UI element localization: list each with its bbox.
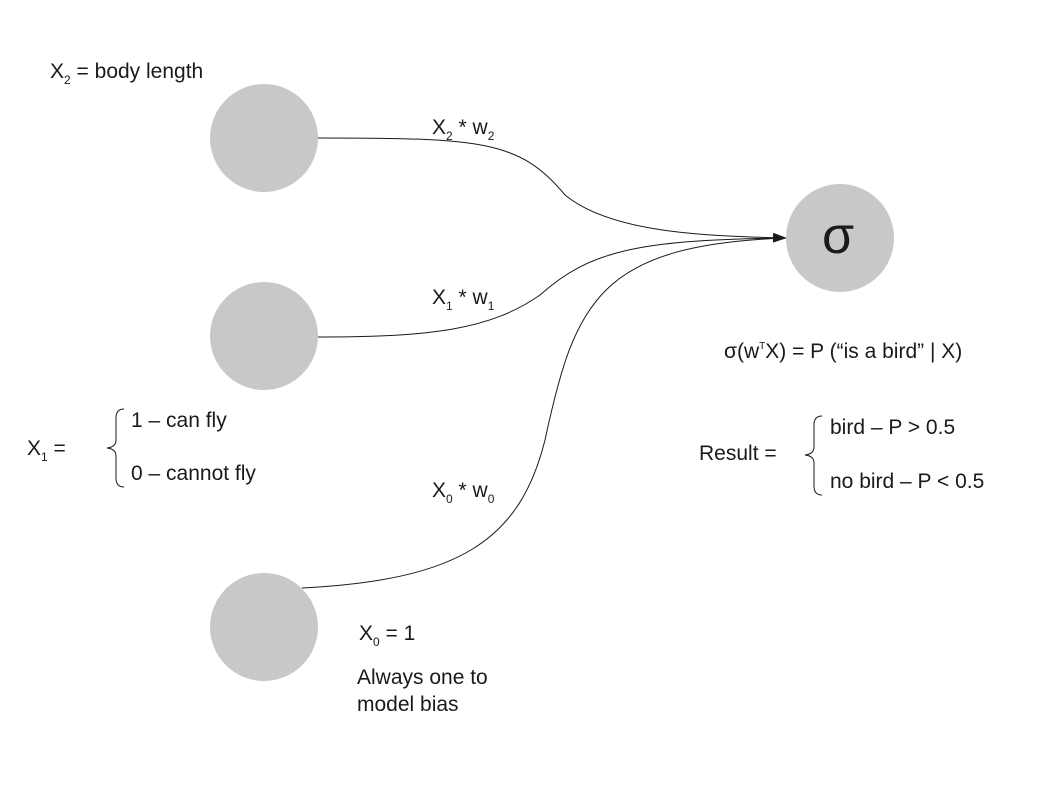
edge-label-x0w0: X0 * w0 xyxy=(432,479,495,506)
x2-desc: = body length xyxy=(76,60,204,83)
sigma-symbol: σ xyxy=(822,207,855,265)
brace-x1 xyxy=(106,408,125,488)
edge-label-x2w2: X2 * w2 xyxy=(432,116,495,143)
x1-option-fly: 1 – can fly xyxy=(131,409,227,432)
x1-sub: 1 xyxy=(41,450,48,464)
x0-var: X xyxy=(359,622,374,645)
node-x1 xyxy=(210,282,318,390)
x0-note-line1: Always one to xyxy=(357,666,488,689)
brace-result xyxy=(804,415,823,496)
result-label: Result = xyxy=(699,442,777,465)
result-option-bird: bird – P > 0.5 xyxy=(830,416,956,439)
result-option-no-bird: no bird – P < 0.5 xyxy=(830,470,985,493)
edge-label-x2-sub: 2 xyxy=(446,129,453,143)
node-sigma xyxy=(786,184,894,292)
node-x2 xyxy=(210,84,318,192)
edge-x0-sigma xyxy=(301,237,787,589)
formula-pre: σ(w xyxy=(724,340,760,363)
edge-label-x1w1: X1 * w1 xyxy=(432,286,495,313)
x0-sub: 0 xyxy=(373,635,380,649)
edge-label-x1-sub: 1 xyxy=(446,299,453,313)
x0-note-line2: model bias xyxy=(357,693,459,716)
edge-label-x0-sub: 0 xyxy=(446,492,453,506)
x1-eq: = xyxy=(53,437,66,460)
x2-sub: 2 xyxy=(64,73,71,87)
edge-label-x1-op: * w xyxy=(458,286,488,309)
x1-option-cannot-fly: 0 – cannot fly xyxy=(131,462,256,485)
edge-x2-sigma xyxy=(317,137,787,243)
x1-var: X xyxy=(27,437,42,460)
x2-var: X xyxy=(50,60,65,83)
edge-label-x2-op: * w xyxy=(458,116,488,139)
x1-label: X1 = xyxy=(27,437,66,464)
edge-x1-sigma xyxy=(317,237,787,338)
edge-label-w0-sub: 0 xyxy=(487,492,495,506)
edge-label-w1-sub: 1 xyxy=(487,299,495,313)
x2-label: X2 = body length xyxy=(50,60,204,87)
formula-transpose: T xyxy=(759,341,766,352)
formula-post: X) = P (“is a bird” | X) xyxy=(765,340,963,363)
x0-label: X0 = 1 xyxy=(359,622,416,649)
edge-label-x2-var: X xyxy=(432,116,447,139)
edge-label-x1-var: X xyxy=(432,286,447,309)
edge-label-x0-var: X xyxy=(432,479,447,502)
node-x0 xyxy=(210,573,318,681)
x0-eq: = 1 xyxy=(385,622,416,645)
edge-label-x0-op: * w xyxy=(458,479,488,502)
sigmoid-formula: σ(wTX) = P (“is a bird” | X) xyxy=(724,340,962,364)
edge-label-w2-sub: 2 xyxy=(487,129,495,143)
